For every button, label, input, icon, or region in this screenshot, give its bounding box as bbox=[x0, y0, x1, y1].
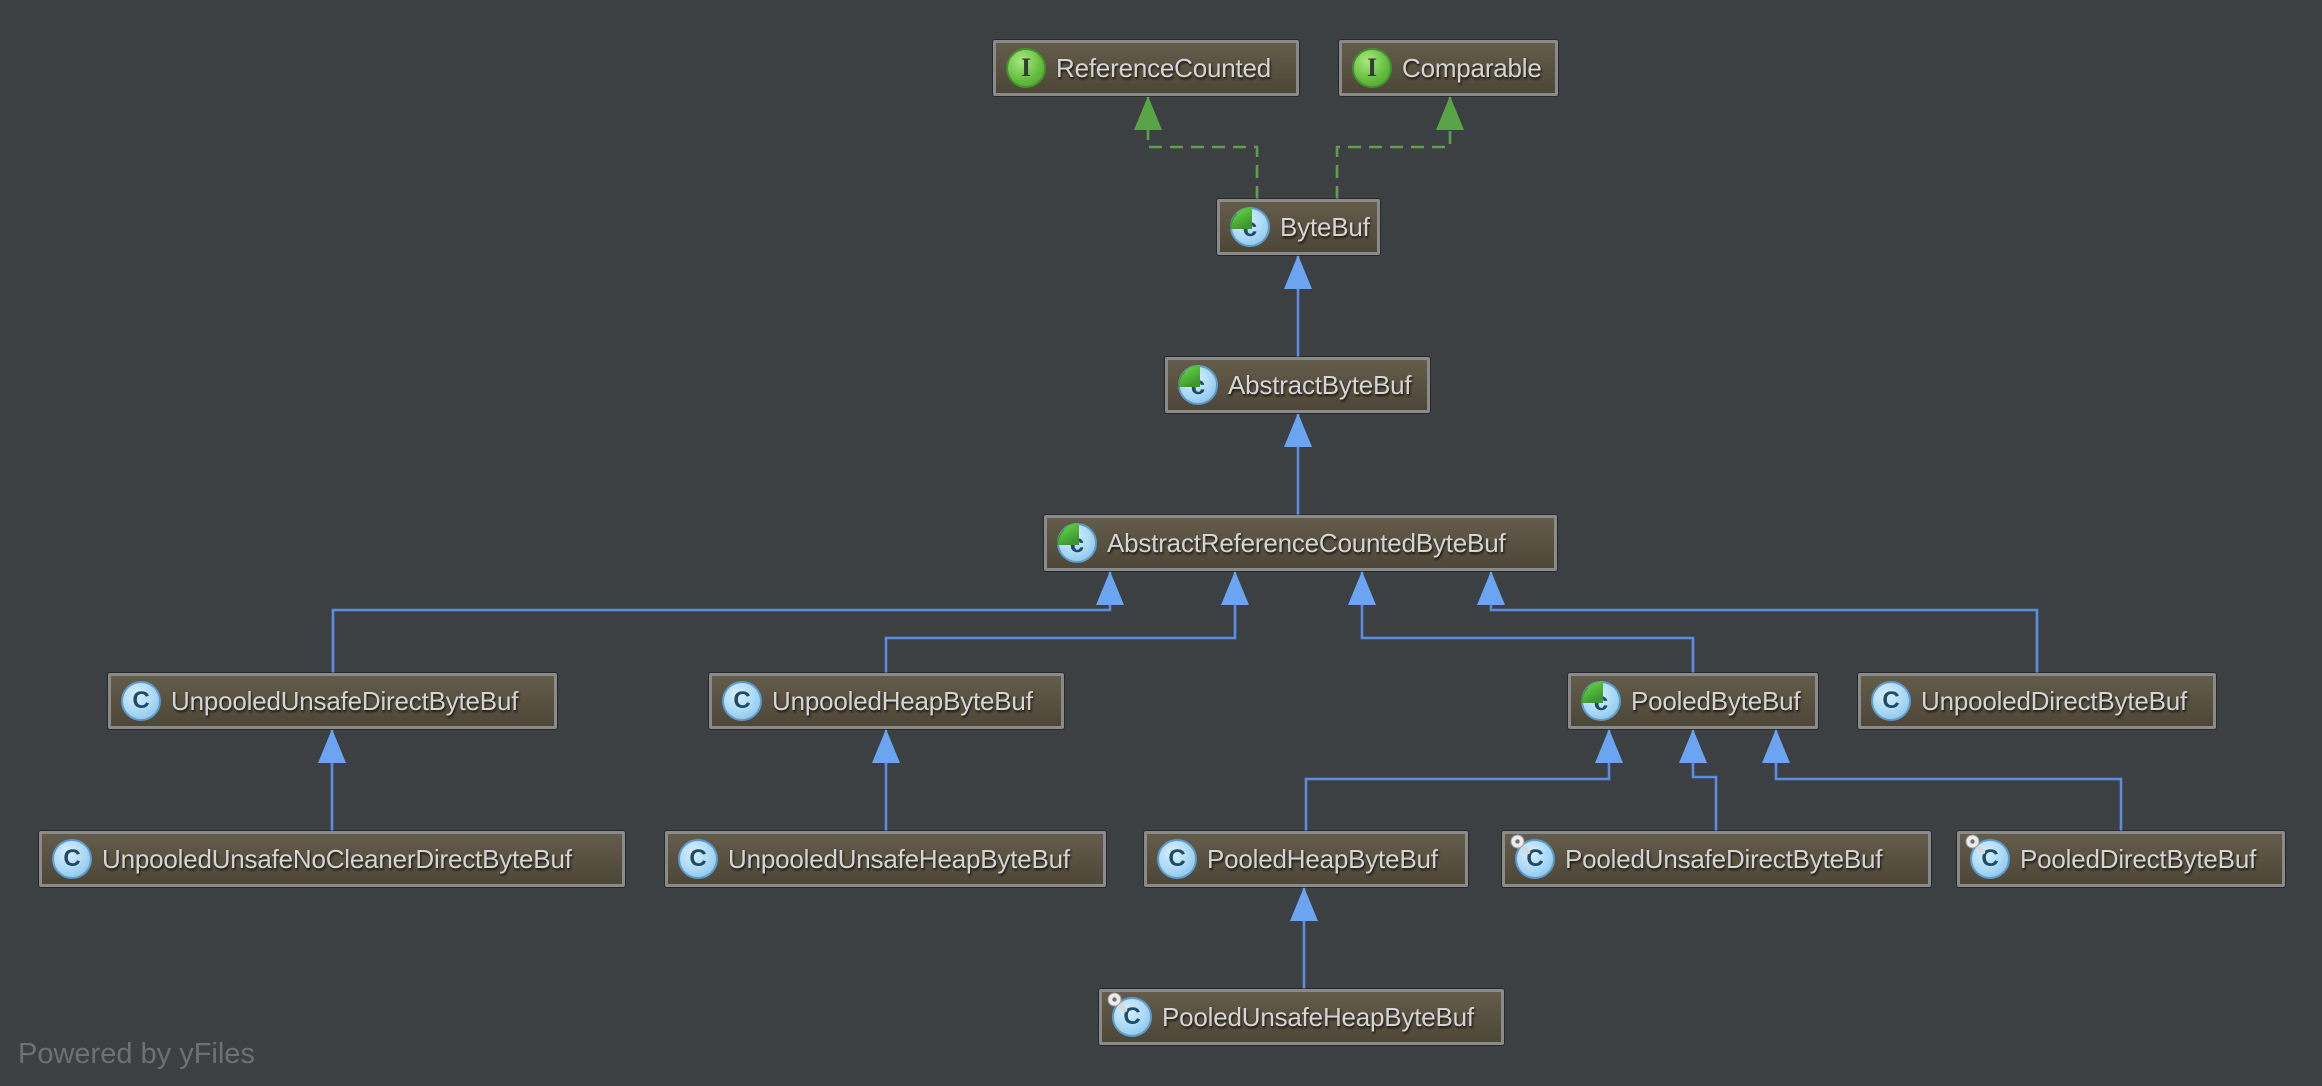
abstract-class-icon: c bbox=[1057, 523, 1097, 563]
node-pooled-byte-buf[interactable]: c PooledByteBuf bbox=[1568, 673, 1818, 729]
class-icon: C bbox=[52, 839, 92, 879]
icon-letter: C bbox=[132, 687, 150, 714]
abstract-class-icon: c bbox=[1581, 681, 1621, 721]
abstract-marker bbox=[1057, 523, 1079, 545]
class-name-label: ReferenceCounted bbox=[1056, 52, 1272, 83]
edge-pooledheapbytebuf-extends-pooledbytebuf[interactable] bbox=[1304, 729, 1623, 831]
class-name-label: PooledByteBuf bbox=[1631, 685, 1801, 716]
yfiles-watermark: Powered by yFiles bbox=[18, 1038, 255, 1070]
icon-letter: C bbox=[63, 845, 81, 872]
class-icon: C bbox=[1510, 834, 1555, 879]
icon-letter: C bbox=[1882, 687, 1900, 714]
icon-letter: I bbox=[1366, 53, 1378, 82]
icon-letter: C bbox=[1123, 1003, 1141, 1030]
icon-letter: C bbox=[689, 845, 707, 872]
key-overlay-icon bbox=[1509, 833, 1533, 857]
class-name-label: UnpooledHeapByteBuf bbox=[772, 685, 1033, 716]
node-pooled-direct-byte-buf[interactable]: C PooledDirectByteBuf bbox=[1957, 831, 2285, 887]
class-icon: C bbox=[1107, 992, 1152, 1037]
class-icon: C bbox=[1871, 681, 1911, 721]
abstract-class-icon: c bbox=[1178, 365, 1218, 405]
class-icon: C bbox=[678, 839, 718, 879]
class-name-label: UnpooledUnsafeNoCleanerDirectByteBuf bbox=[102, 843, 572, 874]
class-name-label: UnpooledDirectByteBuf bbox=[1921, 685, 2188, 716]
node-unpooled-unsafe-heap-byte-buf[interactable]: C UnpooledUnsafeHeapByteBuf bbox=[665, 831, 1106, 887]
class-name-label: ByteBuf bbox=[1280, 211, 1370, 242]
class-name-label: PooledHeapByteBuf bbox=[1207, 843, 1438, 874]
class-name-label: PooledDirectByteBuf bbox=[2020, 843, 2257, 874]
edge-bytebuf-implements-comparable[interactable] bbox=[1335, 96, 1464, 199]
class-name-label: UnpooledUnsafeDirectByteBuf bbox=[171, 685, 519, 716]
edge-pooledunsafedirectbytebuf-extends-pooledbytebuf[interactable] bbox=[1679, 729, 1718, 831]
class-name-label: UnpooledUnsafeHeapByteBuf bbox=[728, 843, 1070, 874]
interface-icon: I bbox=[1352, 48, 1392, 88]
node-unpooled-unsafe-direct-byte-buf[interactable]: C UnpooledUnsafeDirectByteBuf bbox=[108, 673, 557, 729]
node-unpooled-unsafe-no-cleaner-direct-byte-buf[interactable]: C UnpooledUnsafeNoCleanerDirectByteBuf bbox=[39, 831, 625, 887]
node-comparable[interactable]: I Comparable bbox=[1339, 40, 1558, 96]
edge-unpooleddirectbytebuf-extends-abstractreferencecountedbytebuf[interactable] bbox=[1477, 571, 2039, 673]
abstract-marker bbox=[1230, 207, 1252, 229]
node-abstract-byte-buf[interactable]: c AbstractByteBuf bbox=[1165, 357, 1430, 413]
abstract-class-icon: c bbox=[1230, 207, 1270, 247]
class-icon: C bbox=[121, 681, 161, 721]
abstract-marker bbox=[1581, 681, 1603, 703]
edge-unpooledheapbytebuf-extends-abstractreferencecountedbytebuf[interactable] bbox=[884, 571, 1249, 673]
class-name-label: AbstractReferenceCountedByteBuf bbox=[1107, 527, 1506, 558]
node-pooled-heap-byte-buf[interactable]: C PooledHeapByteBuf bbox=[1144, 831, 1468, 887]
class-icon: C bbox=[1965, 834, 2010, 879]
node-reference-counted[interactable]: I ReferenceCounted bbox=[993, 40, 1299, 96]
edge-pooleddirectbytebuf-extends-pooledbytebuf[interactable] bbox=[1762, 729, 2123, 831]
node-abstract-reference-counted-byte-buf[interactable]: c AbstractReferenceCountedByteBuf bbox=[1044, 515, 1557, 571]
edge-pooledbytebuf-extends-abstractreferencecountedbytebuf[interactable] bbox=[1348, 571, 1695, 673]
class-name-label: Comparable bbox=[1402, 52, 1542, 83]
interface-icon: I bbox=[1006, 48, 1046, 88]
class-name-label: PooledUnsafeDirectByteBuf bbox=[1565, 843, 1883, 874]
node-pooled-unsafe-direct-byte-buf[interactable]: C PooledUnsafeDirectByteBuf bbox=[1502, 831, 1931, 887]
edge-bytebuf-implements-referencecounted[interactable] bbox=[1134, 96, 1259, 199]
class-name-label: PooledUnsafeHeapByteBuf bbox=[1162, 1001, 1474, 1032]
class-name-label: AbstractByteBuf bbox=[1228, 369, 1412, 400]
key-overlay-icon bbox=[1106, 991, 1130, 1015]
node-pooled-unsafe-heap-byte-buf[interactable]: C PooledUnsafeHeapByteBuf bbox=[1099, 989, 1504, 1045]
node-unpooled-direct-byte-buf[interactable]: C UnpooledDirectByteBuf bbox=[1858, 673, 2216, 729]
key-overlay-icon bbox=[1964, 833, 1988, 857]
icon-letter: I bbox=[1020, 53, 1032, 82]
icon-letter: C bbox=[733, 687, 751, 714]
class-icon: C bbox=[722, 681, 762, 721]
abstract-marker bbox=[1178, 365, 1200, 387]
class-icon: C bbox=[1157, 839, 1197, 879]
node-unpooled-heap-byte-buf[interactable]: C UnpooledHeapByteBuf bbox=[709, 673, 1064, 729]
icon-letter: C bbox=[1981, 845, 1999, 872]
node-byte-buf[interactable]: c ByteBuf bbox=[1217, 199, 1380, 255]
icon-letter: C bbox=[1168, 845, 1186, 872]
edge-unpooledunsafedirectbytebuf-extends-abstractreferencecountedbytebuf[interactable] bbox=[331, 571, 1124, 673]
icon-letter: C bbox=[1526, 845, 1544, 872]
